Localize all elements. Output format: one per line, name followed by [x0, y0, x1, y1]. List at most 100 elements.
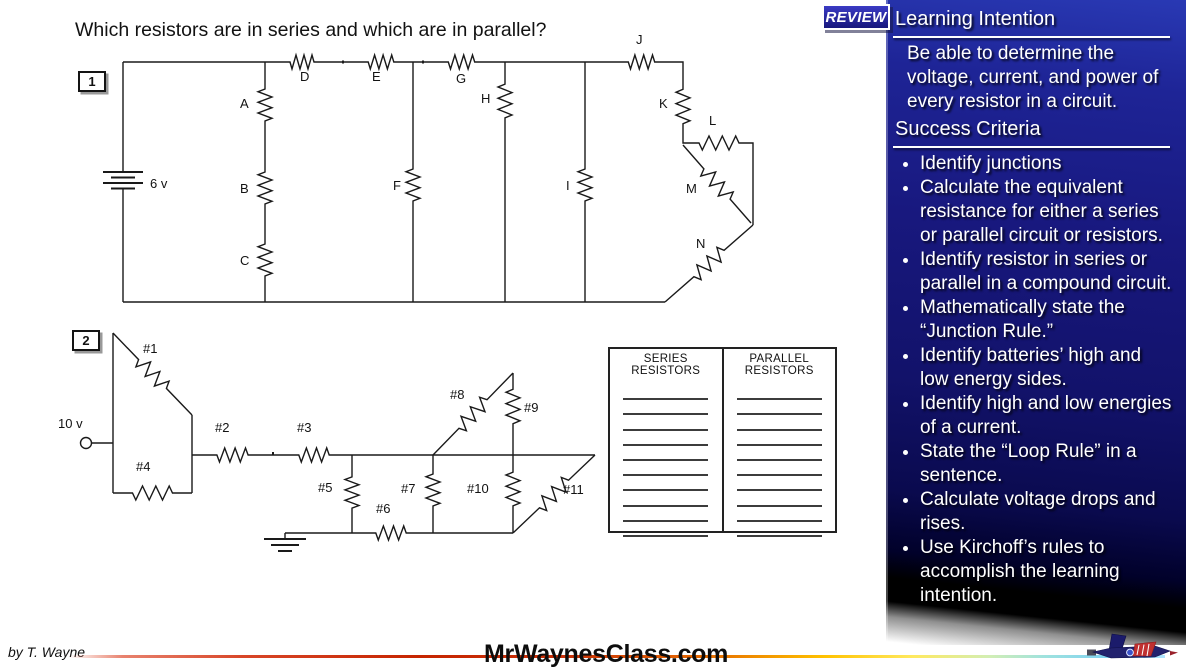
label-r7: #7: [401, 481, 415, 496]
label-r1: #1: [143, 341, 157, 356]
label-C: C: [240, 253, 249, 268]
resistor-D: [287, 52, 317, 72]
label-F: F: [393, 178, 401, 193]
review-badge: REVIEW: [822, 4, 890, 30]
label-E: E: [372, 69, 381, 84]
resistor-K: [674, 85, 692, 128]
success-criteria-item: Identify batteries’ high and low energy …: [920, 344, 1178, 392]
label-L: L: [709, 113, 716, 128]
blank-answer-line: [736, 385, 822, 401]
jet-wing-stripes: [1136, 643, 1150, 657]
success-criteria-item: Identify high and low energies of a curr…: [920, 392, 1178, 440]
resistor-M: [682, 144, 752, 224]
success-criteria-item: State the “Loop Rule” in a sentence.: [920, 440, 1178, 488]
success-criteria-item: Identify resistor in series or parallel …: [920, 248, 1178, 296]
resistor-H: [496, 80, 514, 122]
blank-answer-line: [623, 446, 709, 461]
resistor-10: [504, 468, 522, 510]
label-r10: #10: [467, 481, 489, 496]
label-D: D: [300, 69, 309, 84]
label-r4: #4: [136, 459, 150, 474]
success-criteria-title: Success Criteria: [895, 118, 1041, 140]
circuit1-wiring: [122, 61, 754, 303]
resistor-8: [432, 372, 514, 456]
label-I: I: [566, 178, 570, 193]
learning-intention-title: Learning Intention: [895, 8, 1056, 30]
resistor-7: [424, 470, 442, 510]
author-credit: by T. Wayne: [8, 644, 86, 660]
resistor-4: [113, 484, 192, 502]
jet-nose: [1170, 651, 1178, 656]
jet-emblem: [1126, 648, 1134, 657]
resistor-3: [295, 445, 333, 465]
blank-answer-line: [736, 476, 822, 492]
resistor-11: [512, 454, 596, 534]
ground-icon: [264, 538, 306, 552]
blank-answer-line: [736, 415, 822, 431]
circuit1-number-badge: 1: [78, 71, 106, 92]
label-A: A: [240, 96, 249, 111]
label-r5: #5: [318, 480, 332, 495]
success-criteria-list: Identify junctionsCalculate the equivale…: [896, 152, 1178, 608]
resistor-E: [365, 52, 397, 72]
label-B: B: [240, 181, 249, 196]
blank-answer-line: [736, 431, 822, 446]
slide-title: Which resistors are in series and which …: [75, 19, 547, 41]
blank-answer-line: [623, 415, 709, 431]
label-r11: #11: [563, 482, 584, 497]
label-r8: #8: [450, 387, 464, 402]
blank-answer-line: [736, 446, 822, 461]
blank-answer-line: [623, 400, 709, 416]
rainbow-line: [68, 655, 1165, 658]
circuit2-number-badge: 2: [72, 330, 100, 351]
blank-answer-line: [623, 507, 709, 522]
resistor-A: [256, 85, 274, 125]
blank-answer-line: [736, 491, 822, 507]
success-criteria-item: Calculate voltage drops and rises.: [920, 488, 1178, 536]
jet-exhaust: [1087, 649, 1096, 656]
resistor-F: [404, 165, 422, 205]
resistor-1: [112, 332, 193, 416]
blank-answer-line: [623, 431, 709, 446]
label-G: G: [456, 71, 466, 86]
divider: [893, 146, 1170, 148]
label-N: N: [696, 236, 705, 251]
circuit-diagrams: 6 v A B C D E F G H I J K L M N: [58, 32, 754, 552]
review-badge-label: REVIEW: [825, 8, 887, 26]
circuit2-number: 2: [82, 333, 90, 348]
label-K: K: [659, 96, 668, 111]
blank-answer-line: [623, 461, 709, 477]
resistor-N: [664, 224, 754, 303]
resistor-B: [256, 168, 274, 208]
circuit1-number: 1: [88, 74, 96, 89]
blank-answer-line: [623, 476, 709, 492]
learning-intention-body: Be able to determine the voltage, curren…: [907, 43, 1159, 112]
resistor-L: [693, 134, 745, 152]
blank-answer-line: [736, 522, 822, 537]
series-blank-lines: [610, 385, 722, 537]
resistor-J: [625, 52, 658, 72]
blank-answer-line: [623, 385, 709, 401]
battery-voltage-label: 6 v: [150, 176, 168, 191]
label-M: M: [686, 181, 697, 196]
source-terminal-icon: [79, 436, 93, 450]
label-J: J: [636, 32, 643, 47]
success-criteria-item: Identify junctions: [920, 152, 1178, 176]
resistor-C: [256, 240, 274, 280]
jet-logo: [1087, 633, 1178, 659]
parallel-column: PARALLEL RESISTORS: [724, 349, 836, 537]
learning-panel: Learning Intention Be able to determine …: [886, 0, 1186, 645]
parallel-column-header: PARALLEL RESISTORS: [744, 353, 814, 377]
resistor-6: [372, 523, 410, 543]
series-column-header: SERIES RESISTORS: [631, 353, 701, 377]
parallel-blank-lines: [724, 385, 836, 537]
label-r6: #6: [376, 501, 390, 516]
series-column: SERIES RESISTORS: [610, 349, 724, 537]
label-r3: #3: [297, 420, 311, 435]
source-voltage-label: 10 v: [58, 416, 83, 431]
answer-table: SERIES RESISTORS PARALLEL RESISTORS: [608, 347, 837, 537]
blank-answer-line: [736, 507, 822, 522]
resistor-9: [504, 385, 522, 428]
junction-ticks: [342, 60, 424, 64]
battery-icon: [103, 171, 143, 190]
